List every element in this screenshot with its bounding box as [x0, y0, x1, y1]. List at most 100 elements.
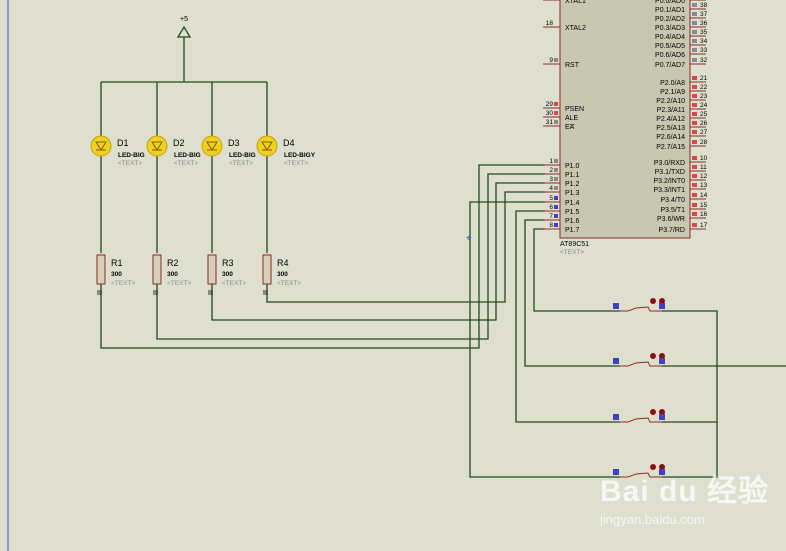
pin-name: P0.0/AD0 [655, 0, 685, 5]
switch-actuator-icon[interactable] [659, 409, 665, 415]
pin-state-marker [554, 120, 558, 124]
diode-symbol-icon [95, 141, 107, 151]
pin-name: P1.4 [565, 200, 580, 207]
led-3-icon[interactable] [201, 135, 223, 157]
pin-number: 12 [700, 173, 708, 180]
wire-p1-3[interactable] [266, 191, 545, 303]
pin-number: 36 [700, 20, 708, 27]
pin-state-marker [692, 174, 697, 178]
switch-pin [613, 303, 619, 309]
resistor-3-icon[interactable] [207, 254, 217, 285]
resistor-value: 300 [277, 271, 288, 278]
pin-number: 24 [700, 102, 708, 109]
pin-name: P2.3/A11 [657, 107, 685, 114]
resistor-1-icon[interactable] [96, 254, 106, 285]
pin-name: XTAL2 [565, 25, 586, 32]
watermark-url: jingyan.baidu.com [600, 512, 705, 527]
pin-number: 13 [700, 182, 708, 189]
chip-text-placeholder: <TEXT> [560, 249, 584, 256]
pin-state-marker [554, 186, 558, 190]
pin-name: P2.2/A10 [656, 98, 685, 105]
pin-number: 1 [549, 158, 553, 165]
pin-number: 2 [549, 167, 553, 174]
pin-number: 18 [546, 20, 554, 27]
pin-name: P2.1/A9 [660, 89, 685, 96]
pin-state-marker [692, 103, 697, 107]
led-1-icon[interactable] [90, 135, 112, 157]
wire-p1-0[interactable] [100, 164, 545, 349]
pin-state-marker [692, 183, 697, 187]
resistor-ref: R3 [222, 258, 234, 268]
pin-name: P0.1/AD1 [655, 7, 685, 14]
pin-state-marker [554, 102, 558, 106]
resistor-text-placeholder: <TEXT> [277, 280, 301, 287]
pin-state-marker [554, 58, 558, 62]
pin-state-marker [692, 212, 697, 216]
switch-actuator-icon[interactable] [659, 464, 665, 470]
pin-state-marker [692, 165, 697, 169]
pin-number: 25 [700, 111, 708, 118]
pin-number: 32 [700, 57, 708, 64]
switch-4-icon[interactable] [620, 472, 662, 478]
pin-number: 27 [700, 129, 708, 136]
resistor-text-placeholder: <TEXT> [222, 280, 246, 287]
switch-actuator-icon[interactable] [650, 409, 656, 415]
pin-name: XTAL1 [565, 0, 586, 5]
switch-actuator-icon[interactable] [659, 353, 665, 359]
pin-name: P1.3 [565, 190, 580, 197]
pin-state-marker [692, 48, 697, 52]
switch-actuator-icon[interactable] [650, 298, 656, 304]
pin-number: 21 [700, 75, 708, 82]
wire-p1-2[interactable] [211, 182, 545, 321]
at89c51-chip[interactable] [559, 0, 691, 239]
pin-state-marker [554, 205, 558, 209]
wire-p1-7[interactable] [533, 228, 620, 312]
wire-p1-4[interactable] [469, 201, 620, 478]
led-text-placeholder: <TEXT> [284, 160, 308, 167]
pin-marker [97, 290, 102, 295]
switch-actuator-icon[interactable] [650, 353, 656, 359]
switch-actuator-icon[interactable] [650, 464, 656, 470]
chip-ref: AT89C51 [560, 241, 589, 248]
pin-name: P3.7/RD [659, 227, 685, 234]
pin-name: P0.2/AD2 [655, 16, 685, 23]
pin-name: P2.7/A15 [656, 144, 685, 151]
pin-number: 28 [700, 139, 708, 146]
wire-p1-1[interactable] [156, 173, 545, 340]
pin-marker [208, 290, 213, 295]
pin-state-marker [692, 85, 697, 89]
pin-name: P0.3/AD3 [655, 25, 685, 32]
wire-p1-5[interactable] [515, 210, 620, 423]
pin-number: 35 [700, 29, 708, 36]
resistor-ref: R1 [111, 258, 123, 268]
wire-p1-6[interactable] [524, 219, 620, 367]
led-ref: D3 [228, 138, 240, 148]
pin-state-marker [692, 76, 697, 80]
pin-number: 17 [700, 222, 708, 229]
led-2-icon[interactable] [146, 135, 168, 157]
diode-symbol-icon [261, 141, 273, 151]
resistor-2-icon[interactable] [152, 254, 162, 285]
pin-number: 29 [546, 101, 554, 108]
pin-name: P0.5/AD5 [655, 43, 685, 50]
led-4-icon[interactable] [256, 135, 278, 157]
switch-actuator-icon[interactable] [659, 298, 665, 304]
pin-marker [153, 290, 158, 295]
switch-2-icon[interactable] [620, 361, 662, 367]
pin-name: P3.2/INT0 [653, 178, 685, 185]
pin-state-marker [692, 3, 697, 7]
switch-pin [659, 469, 665, 475]
power-terminal-icon[interactable] [176, 25, 192, 38]
pin-name: P2.0/A8 [660, 80, 685, 87]
origin-marker-icon: ⌖ [466, 233, 472, 244]
switch-3-icon[interactable] [620, 417, 662, 423]
pin-name: P3.4/T0 [660, 197, 685, 204]
switch-1-icon[interactable] [620, 306, 662, 312]
switch-pin [659, 358, 665, 364]
switch-common-wire[interactable] [662, 310, 718, 478]
pin-state-marker [692, 58, 697, 62]
resistor-4-icon[interactable] [262, 254, 272, 285]
resistor-value: 300 [222, 271, 233, 278]
